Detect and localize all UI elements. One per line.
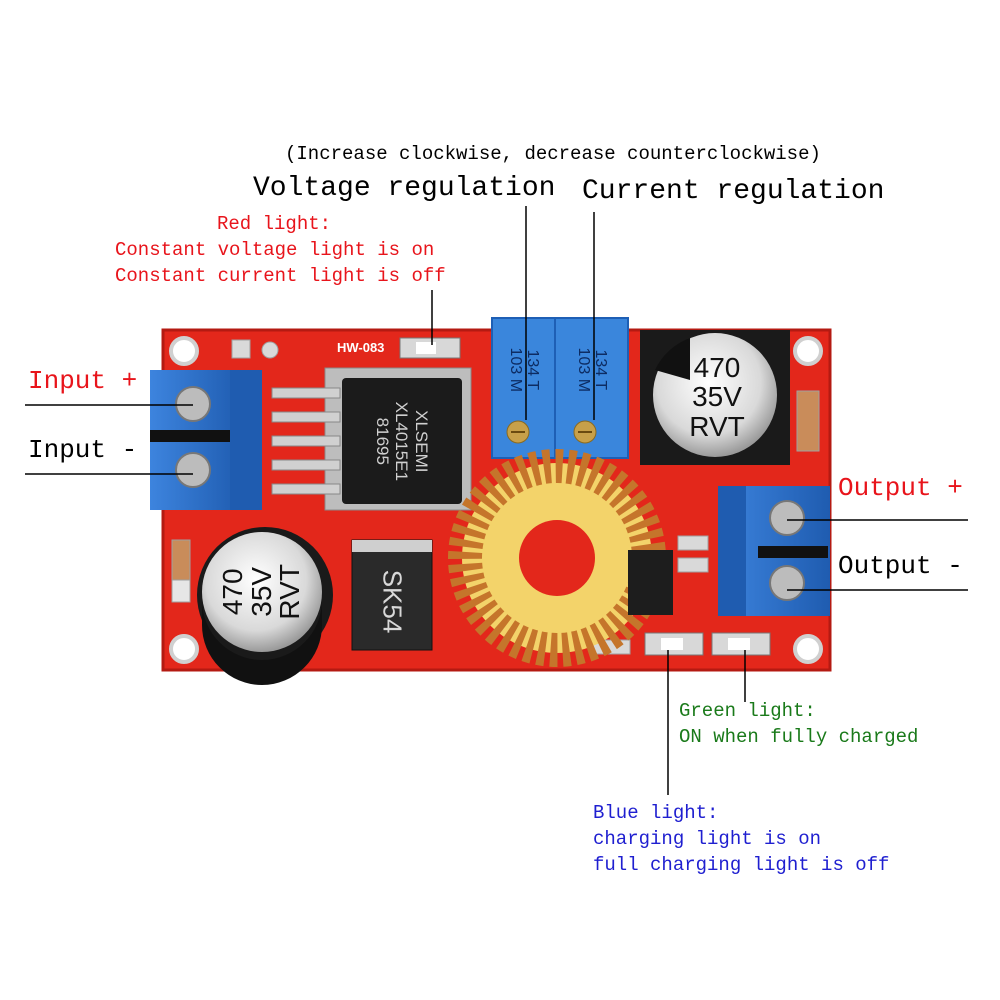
input-terminal bbox=[150, 370, 262, 510]
output-plus-label: Output + bbox=[838, 473, 963, 503]
chip-part: XL4015E1 bbox=[392, 401, 412, 481]
green-light-line1: ON when fully charged bbox=[679, 726, 919, 748]
capacitor-right bbox=[640, 330, 790, 465]
chip-xl4015 bbox=[271, 367, 472, 511]
voltage-regulation-label: Voltage regulation bbox=[253, 173, 556, 204]
green-light-title: Green light: bbox=[679, 700, 816, 722]
potentiometers bbox=[491, 317, 629, 459]
led-green bbox=[711, 632, 771, 656]
capacitor-left bbox=[197, 527, 333, 685]
toroid-inductor bbox=[448, 449, 666, 667]
chip-marking: XLSEMI XL4015E1 81695 bbox=[342, 378, 462, 504]
input-minus-label: Input - bbox=[28, 435, 138, 465]
blue-light-title: Blue light: bbox=[593, 802, 719, 824]
output-terminal bbox=[718, 486, 830, 616]
diode-sk54 bbox=[351, 539, 433, 651]
pot-voltage-marking: 134 T 103 M bbox=[507, 347, 542, 393]
capacitor-right-marking: 470 35V RVT bbox=[689, 351, 745, 442]
red-light-line2: Constant current light is off bbox=[115, 265, 446, 287]
chip-code: 81695 bbox=[373, 417, 393, 465]
blue-light-line1: charging light is on bbox=[593, 828, 822, 850]
capacitor-left-marking: 470 35V RVT bbox=[217, 564, 306, 620]
red-light-line1: Constant voltage light is on bbox=[115, 239, 435, 261]
blue-light-line2: full charging light is off bbox=[593, 854, 890, 876]
small-ic bbox=[628, 550, 673, 615]
adjust-note: (Increase clockwise, decrease counterclo… bbox=[285, 143, 821, 165]
model-label: HW-083 bbox=[337, 340, 385, 355]
led-blue bbox=[644, 632, 704, 656]
red-light-title: Red light: bbox=[217, 213, 332, 235]
pot-current-marking: 134 T 103 M bbox=[574, 347, 609, 393]
diode-marking: SK54 bbox=[377, 569, 408, 633]
chip-brand: XLSEMI bbox=[412, 409, 432, 473]
mounting-holes bbox=[169, 336, 823, 664]
output-minus-label: Output - bbox=[838, 551, 963, 581]
leader-lines bbox=[25, 206, 968, 795]
current-regulation-label: Current regulation bbox=[582, 176, 885, 207]
led-red bbox=[399, 337, 461, 359]
input-plus-label: Input + bbox=[28, 366, 138, 396]
